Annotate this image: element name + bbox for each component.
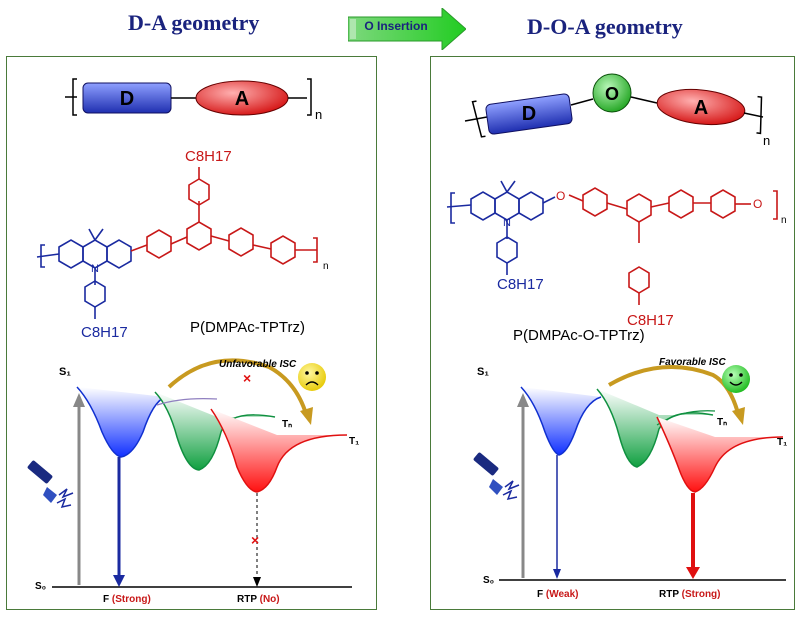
happy-face-icon [722,365,750,393]
right-t1-label: T₁ [777,437,787,448]
left-chem-structure: N C8H17 C8H17 n [36,148,329,341]
left-t1-well [211,409,347,492]
left-panel: D A n [6,56,377,610]
oxygen-block [592,73,632,113]
left-f-text: F [103,594,109,605]
sad-face-icon [298,363,326,391]
right-donor-block [485,93,573,135]
right-chem-n: n [781,215,787,226]
right-rtp-label: RTP (Strong) [659,589,721,600]
left-acridine-n: N [91,263,99,275]
right-f-label: F (Weak) [537,589,579,600]
right-unit-a: A [694,97,708,119]
left-heading: D-A geometry [128,10,260,35]
right-unit-scheme: D O A n [464,73,770,148]
left-energy-diagram: S₁ S₀ Tₙ T₁ × [27,358,359,605]
left-chem-n: n [323,261,329,272]
right-rtp-text: RTP [659,589,679,600]
left-s1-well [77,387,165,457]
left-f-strength: (Strong) [112,594,151,605]
left-f-label: F (Strong) [103,594,151,605]
right-tn-label: Tₙ [717,417,727,428]
left-unit-scheme: D A n [65,78,322,122]
left-s1-label: S₁ [59,366,71,378]
right-s1-label: S₁ [477,366,489,378]
right-heading: D-O-A geometry [527,14,683,39]
right-ether-o-2: O [753,197,762,211]
left-polymer-name: P(DMPAc-TPTrz) [190,319,305,336]
left-tn-well [155,392,275,470]
right-rtp-strength: (Strong) [682,589,721,600]
flashlight-icon [27,460,74,509]
left-unit-n: n [315,107,322,122]
right-chem-structure: N O O C8H17 C8H17 n [446,180,787,329]
right-tn-well [597,389,713,467]
left-t1-label: T₁ [349,436,359,447]
right-isc-label: Favorable ISC [659,357,726,368]
right-ether-o-1: O [556,189,565,203]
right-energy-diagram: S₁ S₀ Tₙ T₁ Favorable ISC [473,357,787,600]
right-acceptor-block [656,88,746,126]
right-flashlight-icon [473,452,520,501]
left-unit-a: A [235,88,249,110]
right-acridine-n: N [503,217,511,229]
left-rtp-cross: × [251,532,259,548]
right-unit-n: n [763,133,770,148]
right-s1-well [521,387,601,455]
left-tn-label: Tₙ [282,419,292,430]
right-unit-d: D [522,103,536,125]
right-f-strength: (Weak) [546,589,579,600]
left-s0-label: S₀ [35,581,46,592]
left-alkyl-bottom: C8H17 [81,324,128,341]
right-alkyl-left: C8H17 [497,276,544,293]
right-t1-well [657,417,783,492]
left-isc-cross: × [243,370,251,386]
left-rtp-label: RTP (No) [237,594,280,605]
right-panel: D O A n [430,56,795,610]
right-unit-o: O [605,84,619,104]
o-insertion-label: O Insertion [364,19,428,33]
right-f-text: F [537,589,543,600]
left-rtp-text: RTP [237,594,257,605]
left-unit-d: D [120,88,134,110]
left-alkyl-top: C8H17 [185,148,232,165]
left-rtp-strength: (No) [260,594,280,605]
right-s0-label: S₀ [483,575,494,586]
right-polymer-name: P(DMPAc-O-TPTrz) [513,327,645,344]
right-alkyl-right: C8H17 [627,312,674,329]
left-isc-label: Unfavorable ISC [219,359,297,370]
o-insertion-arrow: O Insertion [347,6,467,52]
